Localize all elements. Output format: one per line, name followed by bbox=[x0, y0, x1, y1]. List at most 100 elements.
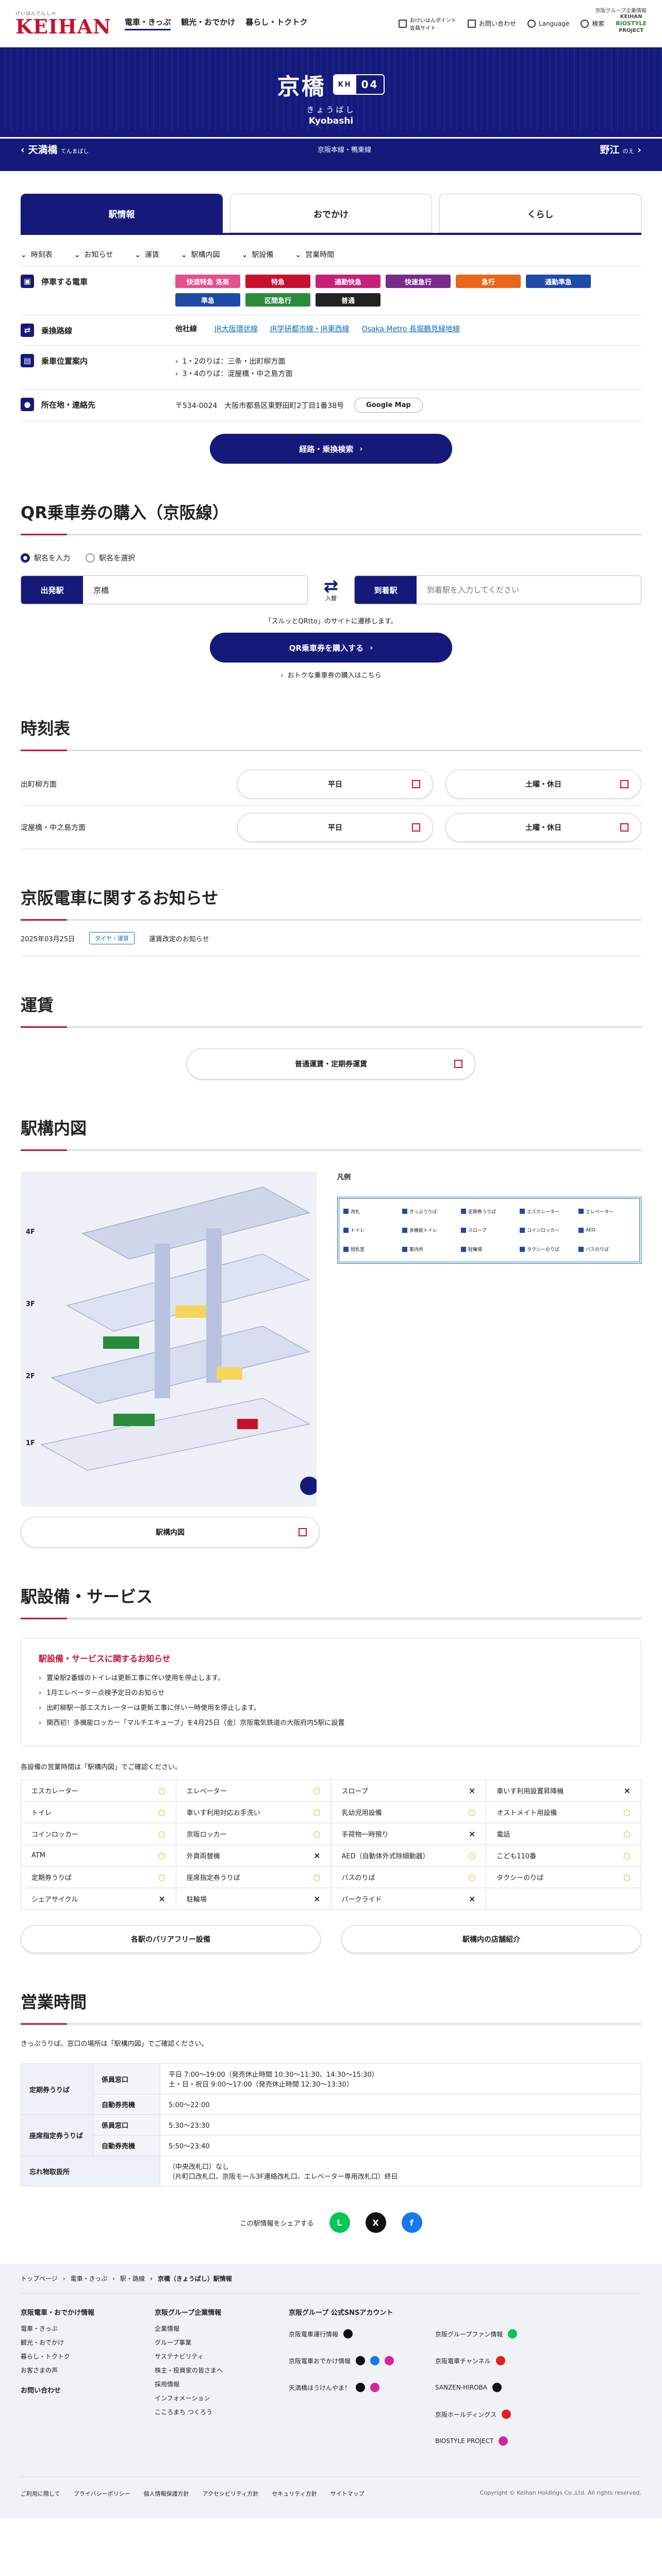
footer-accessibility-link[interactable]: アクセシビリティ方針 bbox=[202, 2490, 259, 2497]
map-area: 4F 3F 2F 1F 凡例 改札きっぷうりば定期券うりばエスカレーターエレベー… bbox=[21, 1172, 641, 1506]
facilities-title: 駅設備・サービス bbox=[21, 1584, 641, 1619]
footer-link[interactable]: 株主・投資家の皆さまへ bbox=[155, 2367, 223, 2374]
map-legend-panel: 凡例 改札きっぷうりば定期券うりばエスカレーターエレベータートイレ多機能トイレス… bbox=[337, 1172, 641, 1506]
tab-station-info[interactable]: 駅情報 bbox=[21, 194, 223, 233]
footer-contact-link[interactable]: お問い合わせ bbox=[21, 2387, 61, 2395]
footer-personal-info-link[interactable]: 個人情報保護方針 bbox=[143, 2490, 189, 2497]
to-station-input[interactable] bbox=[417, 576, 641, 604]
footer-link[interactable]: 観光・おでかけ bbox=[21, 2339, 64, 2346]
anchor-fare[interactable]: 運賃 bbox=[135, 249, 159, 260]
platform-link-3-4[interactable]: 3・4のりば：淀屋橋・中之島方面 bbox=[175, 368, 641, 379]
sns-item[interactable]: SANZEN-HIROBA bbox=[435, 2383, 540, 2392]
footer-link[interactable]: お客さまの声 bbox=[21, 2367, 58, 2374]
group-link[interactable]: 京阪グループ企業情報 bbox=[595, 8, 647, 14]
platform-link-1-2[interactable]: 1・2のりば：三条・出町柳方面 bbox=[175, 356, 641, 366]
from-station-input[interactable] bbox=[83, 576, 307, 604]
sns-item[interactable]: 京阪電車運行情報 bbox=[289, 2329, 394, 2338]
station-map-image[interactable]: 4F 3F 2F 1F bbox=[21, 1172, 317, 1506]
transfer-link-metro[interactable]: Osaka Metro 長堀鶴見緑地線 bbox=[361, 325, 460, 333]
facility-notice-item[interactable]: 1月エレベーター点検予定日のお知らせ bbox=[39, 1687, 623, 1697]
facility-cell: バスのりば○ bbox=[331, 1867, 487, 1888]
footer-col-title: 京阪電車・おでかけ情報 bbox=[21, 2309, 95, 2317]
news-item[interactable]: 2025年03月25日 ダイヤ・運賃 運賃改定のお知らせ bbox=[21, 921, 641, 956]
nav-sightseeing[interactable]: 観光・おでかけ bbox=[181, 18, 236, 27]
points-link[interactable]: おけいはんポイント 会員サイト bbox=[398, 16, 456, 31]
footer-sitemap-link[interactable]: サイトマップ bbox=[330, 2490, 365, 2497]
other-tickets-link[interactable]: おトクな乗車券の購入はこちら bbox=[21, 670, 641, 680]
footer-link[interactable]: 暮らし・トクトク bbox=[21, 2353, 71, 2360]
legend-icon bbox=[578, 1209, 584, 1214]
anchor-map[interactable]: 駅構内図 bbox=[181, 249, 220, 260]
timetable-weekday-button[interactable]: 平日 bbox=[237, 812, 433, 842]
footer-privacy-link[interactable]: プライバシーポリシー bbox=[73, 2490, 130, 2497]
sns-item[interactable]: 京阪電車チャンネル bbox=[435, 2356, 540, 2365]
facility-availability-icon: ○ bbox=[158, 1851, 166, 1860]
contact-link[interactable]: お問い合わせ bbox=[467, 19, 516, 28]
footer-link[interactable]: サステナビリティ bbox=[155, 2353, 204, 2360]
buy-qr-button[interactable]: QR乗車券を購入する bbox=[210, 633, 452, 663]
footer-security-link[interactable]: セキュリティ方針 bbox=[272, 2490, 317, 2497]
breadcrumb-top[interactable]: トップページ bbox=[21, 2275, 58, 2282]
prev-station[interactable]: ‹ 天満橋てんまばし bbox=[21, 144, 89, 156]
footer-link[interactable]: 電車・きっぷ bbox=[21, 2325, 58, 2332]
footer-terms-link[interactable]: ご利用に際して bbox=[21, 2490, 60, 2497]
footer-link[interactable]: こころまち つくろう bbox=[155, 2409, 212, 2416]
map-button[interactable]: 駅構内図 bbox=[21, 1517, 320, 1548]
barrier-free-button[interactable]: 各駅のバリアフリー設備 bbox=[21, 1925, 321, 1953]
x-icon[interactable]: X bbox=[365, 2212, 386, 2233]
route-search-button[interactable]: 経路・乗換検索 bbox=[210, 434, 452, 464]
facility-availability-icon: × bbox=[158, 1894, 166, 1904]
footer-link[interactable]: 採用情報 bbox=[155, 2381, 180, 2388]
breadcrumb-trains[interactable]: 電車・きっぷ bbox=[58, 2275, 107, 2282]
transfer-row: ⇄乗換路線 他社線 JR大阪環状線 JR学研都市線・JR東西線 Osaka Me… bbox=[21, 315, 641, 346]
legend-item: 多機能トイレ bbox=[402, 1222, 459, 1239]
legend-label: きっぷうりば bbox=[409, 1209, 437, 1215]
anchor-hours[interactable]: 営業時間 bbox=[295, 249, 334, 260]
footer-link[interactable]: インフォメーション bbox=[155, 2395, 210, 2402]
qr-form: 出発駅 ⇄入替 到着駅 bbox=[21, 575, 641, 604]
transfer-link-jr-loop[interactable]: JR大阪環状線 bbox=[214, 325, 258, 333]
shops-button[interactable]: 駅構内の店舗紹介 bbox=[341, 1925, 641, 1953]
breadcrumb-stations[interactable]: 駅・路線 bbox=[107, 2275, 145, 2282]
sns-label: 京阪電車運行情報 bbox=[289, 2330, 339, 2338]
timetable-holiday-button[interactable]: 土曜・休日 bbox=[445, 812, 641, 842]
youtube-icon bbox=[502, 2410, 511, 2419]
sns-item[interactable]: 京阪ホールディングス bbox=[435, 2410, 540, 2419]
line-icon[interactable]: L bbox=[329, 2212, 350, 2233]
nav-trains[interactable]: 電車・きっぷ bbox=[124, 16, 171, 30]
facility-notice-item[interactable]: 置染駅2番線のトイレは更新工事に伴い使用を停止します。 bbox=[39, 1672, 623, 1682]
anchor-timetable[interactable]: 時刻表 bbox=[21, 249, 53, 260]
facebook-icon[interactable]: f bbox=[401, 2212, 422, 2233]
facility-notice-item[interactable]: 出町柳駅一部エスカレーターは更新工事に伴い一時使用を停止します。 bbox=[39, 1702, 623, 1712]
search-link[interactable]: 検索 bbox=[581, 19, 604, 28]
footer-link[interactable]: 企業情報 bbox=[155, 2325, 180, 2332]
sns-item[interactable]: 京阪グループファン情報 bbox=[435, 2329, 540, 2338]
logo-kana: けいはんでんしゃ bbox=[15, 11, 57, 16]
footer-link[interactable]: グループ事業 bbox=[155, 2339, 192, 2346]
tab-living[interactable]: くらし bbox=[439, 194, 641, 233]
facility-name: 駐輪場 bbox=[186, 1896, 207, 1904]
next-station[interactable]: 野江のえ › bbox=[600, 144, 641, 156]
radio-select-mode[interactable]: 駅名を選択 bbox=[86, 553, 135, 563]
swap-button[interactable]: ⇄入替 bbox=[308, 578, 354, 602]
sns-item[interactable]: 京阪電車おでかけ情報 bbox=[289, 2356, 394, 2365]
site-logo[interactable]: けいはんでんしゃ KEIHAN bbox=[15, 10, 111, 37]
facility-buttons: 各駅のバリアフリー設備 駅構内の店舗紹介 bbox=[21, 1925, 641, 1953]
transfer-link-jr-tozai[interactable]: JR学研都市線・JR東西線 bbox=[270, 325, 350, 333]
nav-living[interactable]: 暮らし・トクトク bbox=[245, 18, 308, 27]
anchor-facilities[interactable]: 駅設備 bbox=[242, 249, 273, 260]
radio-input-mode[interactable]: 駅名を入力 bbox=[21, 553, 70, 563]
google-map-button[interactable]: Google Map bbox=[354, 398, 423, 413]
sns-item[interactable]: 天満橋ほうけんやま！ bbox=[289, 2383, 394, 2392]
hours-category: 定期券うりば bbox=[21, 2063, 93, 2115]
tab-outing[interactable]: おでかけ bbox=[230, 194, 432, 233]
fare-button[interactable]: 普通運賃・定期券運賃 bbox=[187, 1048, 475, 1079]
facility-notice-item[interactable]: 関西初！多機能ロッカー「マルチエキューブ」を4月25日（金）京阪電気鉄道の大阪府… bbox=[39, 1717, 623, 1727]
language-link[interactable]: Language bbox=[527, 19, 569, 28]
timetable-holiday-button[interactable]: 土曜・休日 bbox=[445, 769, 641, 799]
sns-item[interactable]: BIOSTYLE PROJECT bbox=[435, 2436, 540, 2446]
anchor-notices[interactable]: お知らせ bbox=[74, 249, 113, 260]
timetable-weekday-button[interactable]: 平日 bbox=[237, 769, 433, 799]
